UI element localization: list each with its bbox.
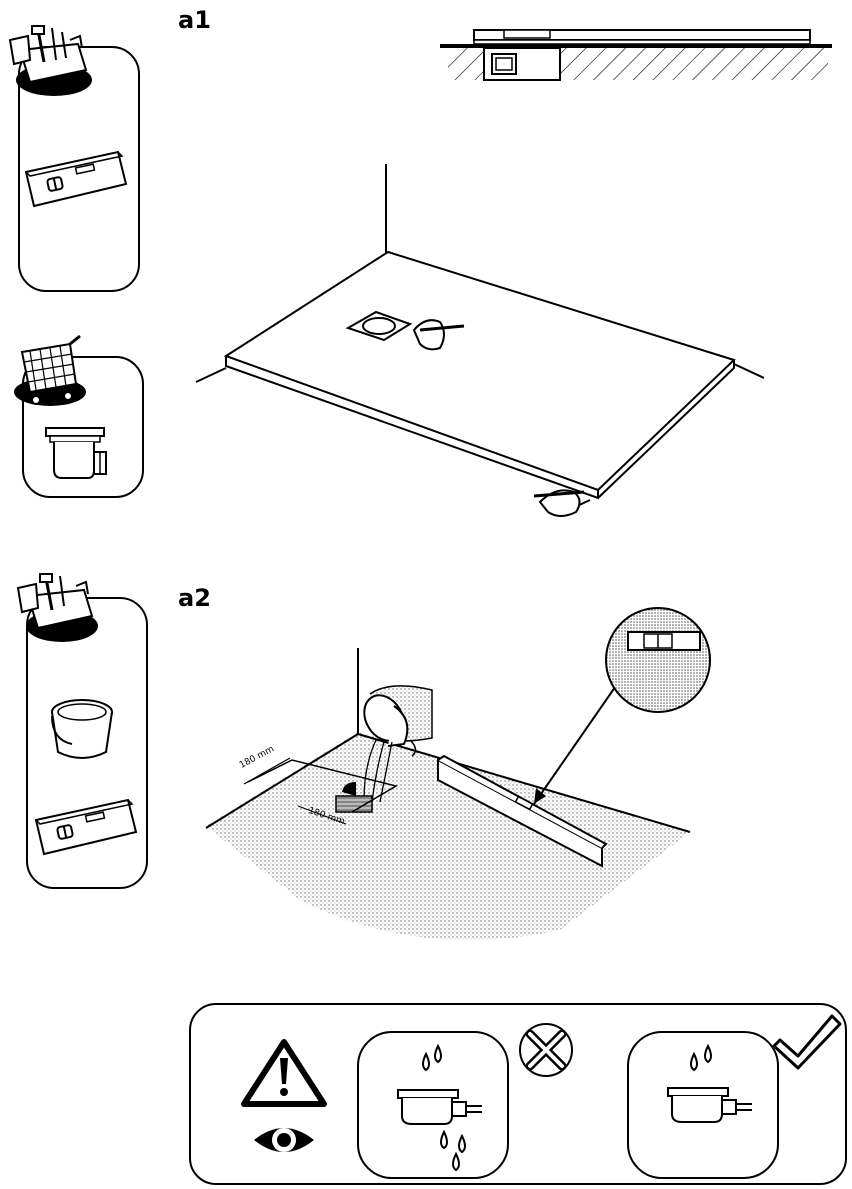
bucket-icon (52, 700, 112, 758)
shower-tray-scene (196, 164, 764, 516)
spirit-level-icon (26, 152, 126, 206)
toolbox-icon (10, 26, 92, 96)
shower-drain-icon (46, 428, 106, 478)
cross-section (440, 30, 832, 80)
spirit-level-icon-a2 (36, 800, 136, 854)
cross-icon (520, 1024, 572, 1076)
toolbox-icon-a2 (18, 574, 98, 642)
shopping-cart-icon (14, 336, 86, 406)
screed-floor-scene (206, 608, 710, 940)
